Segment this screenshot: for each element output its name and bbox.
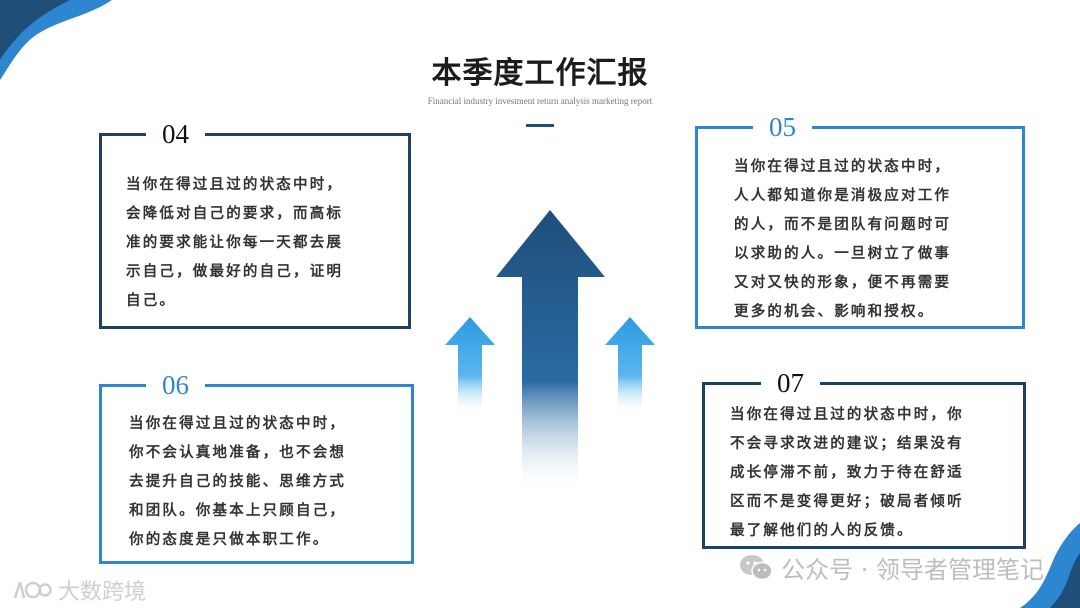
source-watermark-text: 大数跨境 (58, 580, 147, 605)
card-text: 当你在得过且过的状态中时，你 不会寻求改进的建议；结果没有 成长停滞不前，致力于… (730, 407, 964, 539)
wechat-watermark: 公众号 · 领导者管理笔记 (739, 550, 1044, 585)
corner-decoration-bottom-right (1020, 523, 1080, 608)
card-text: 当你在得过且过的状态中时， 会降低对自己的要求，而高标 准的要求能让你每一天都去… (126, 177, 344, 309)
page-subtitle: Financial industry investment return ana… (427, 96, 653, 106)
right-small-arrow (605, 317, 655, 415)
corner-decoration-top-left (0, 0, 112, 80)
growth-arrows-graphic (445, 210, 655, 495)
left-small-arrow (445, 317, 495, 415)
card-text: 当你在得过且过的状态中时， 人人都知道你是消极应对工作 的人，而不是团队有问题时… (734, 159, 952, 320)
card-number: 07 (761, 363, 820, 403)
card-04: 04 当你在得过且过的状态中时， 会降低对自己的要求，而高标 准的要求能让你每一… (99, 114, 411, 329)
big-arrow (496, 210, 605, 495)
card-number: 04 (146, 114, 205, 154)
source-logo-icon (13, 581, 52, 599)
page-title: 本季度工作汇报 (431, 56, 649, 91)
title-divider (526, 124, 554, 127)
card-05: 05 当你在得过且过的状态中时， 人人都知道你是消极应对工作 的人，而不是团队有… (695, 107, 1025, 329)
card-06: 06 当你在得过且过的状态中时， 你不会认真地准备，也不会想 去提升自己的技能、… (99, 365, 414, 564)
source-watermark: 大数跨境 (12, 574, 146, 606)
card-number: 05 (753, 107, 812, 147)
card-number: 06 (146, 365, 205, 405)
wechat-watermark-text: 公众号 · 领导者管理笔记 (781, 556, 1044, 584)
card-text: 当你在得过且过的状态中时， 你不会认真地准备，也不会想 去提升自己的技能、思维方… (129, 416, 347, 548)
card-07: 07 当你在得过且过的状态中时，你 不会寻求改进的建议；结果没有 成长停滞不前，… (702, 363, 1026, 549)
wechat-icon (740, 554, 773, 580)
